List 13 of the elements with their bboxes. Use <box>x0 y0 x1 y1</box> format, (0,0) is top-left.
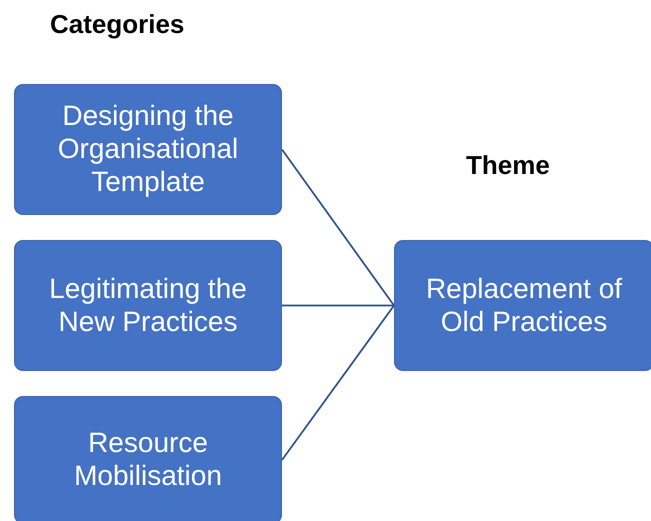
connector-line <box>281 148 395 306</box>
connector-line <box>281 304 395 461</box>
column-heading: Categories <box>50 9 184 40</box>
box-text: Legitimating the New Practices <box>48 272 248 338</box>
connector-line <box>282 304 394 306</box>
category-box <box>394 240 651 371</box>
category-box <box>14 240 282 371</box>
category-box <box>14 396 282 521</box>
box-text: Replacement of Old Practices <box>424 272 624 338</box>
box-text: Designing the Organisational Template <box>56 100 240 199</box>
category-box <box>14 84 282 215</box>
box-text: Resource Mobilisation <box>73 427 223 493</box>
column-heading: Theme <box>466 150 550 181</box>
